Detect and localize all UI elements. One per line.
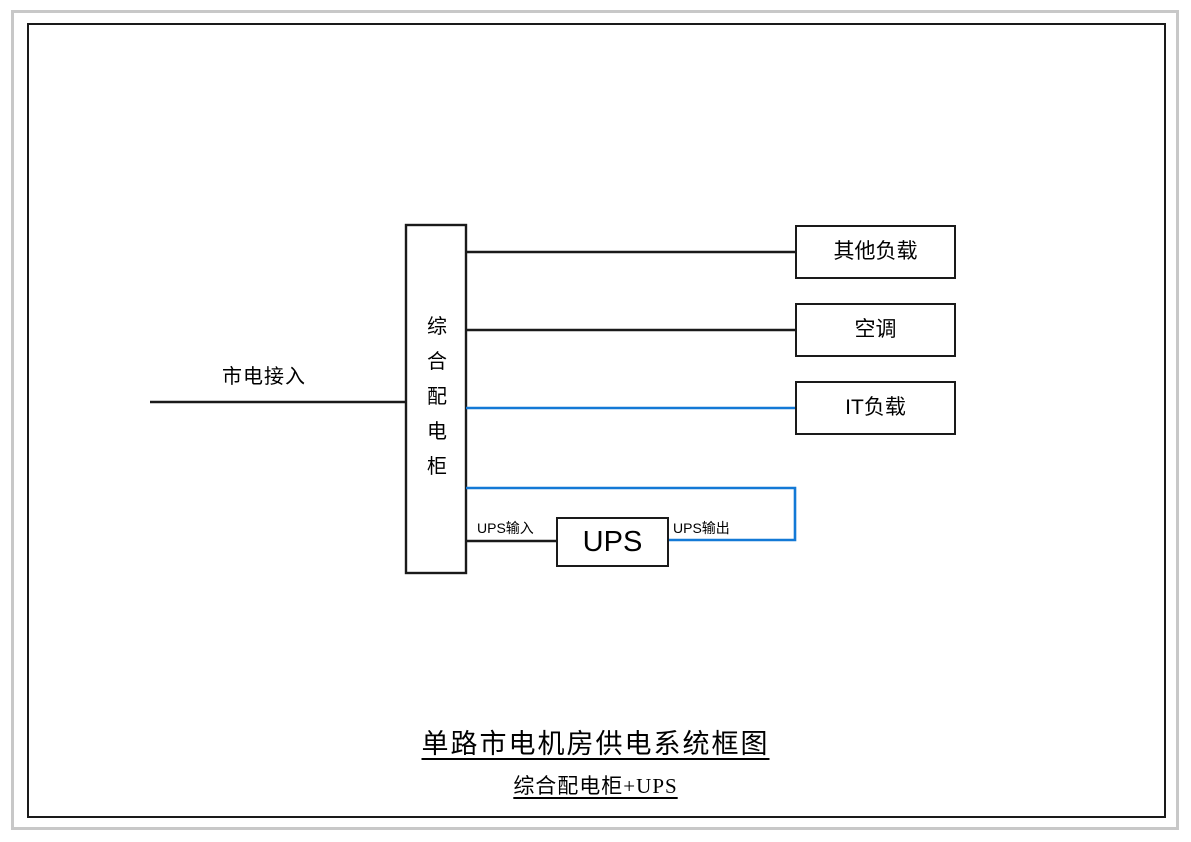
load-box-air-conditioning[interactable] (795, 303, 956, 357)
load-label-air-conditioning: 空调 (854, 318, 897, 341)
ups-box[interactable] (556, 517, 669, 567)
mains-input-label: 市电接入 (222, 366, 306, 388)
inner-border (27, 23, 1166, 818)
ups-input-label: UPS输入 (477, 520, 534, 536)
load-box-other-load[interactable] (795, 225, 956, 279)
cabinet-label-char-2: 合 (427, 351, 447, 373)
diagram-title-block: 单路市电机房供电系统框图 综合配电柜+UPS (0, 722, 1191, 800)
cabinet-label-char-1: 综 (427, 316, 447, 338)
cabinet-label-char-3: 配 (427, 386, 447, 408)
cabinet-label-char-4: 电 (427, 421, 447, 443)
diagram-title: 单路市电机房供电系统框图 (421, 729, 770, 759)
distribution-cabinet-box[interactable] (404, 223, 468, 575)
cabinet-label-char-5: 柜 (427, 456, 447, 478)
title-sub-line: 综合配电柜+UPS (0, 770, 1191, 800)
outer-border (11, 10, 1179, 830)
load-box-it-load[interactable] (795, 381, 956, 435)
diagram-subtitle: 综合配电柜+UPS (513, 774, 678, 798)
ups-output-wire (466, 486, 797, 542)
load-label-it-load: IT负载 (845, 396, 906, 419)
distribution-cabinet-label: 综 合 配 电 柜 (424, 310, 450, 485)
title-main-line: 单路市电机房供电系统框图 (0, 722, 1191, 761)
load-label-other-load: 其他负载 (833, 240, 918, 263)
ups-label: UPS (582, 526, 643, 558)
ups-output-label: UPS输出 (673, 520, 730, 536)
